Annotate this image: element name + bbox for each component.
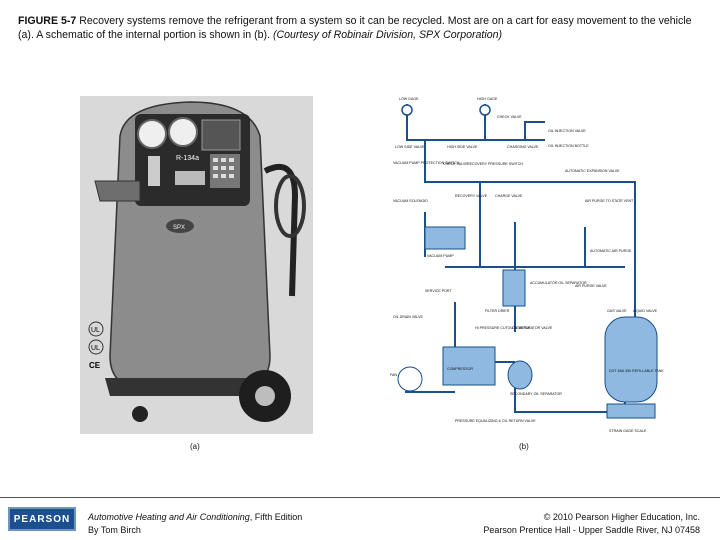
- svg-text:COMPRESSOR: COMPRESSOR: [447, 367, 473, 371]
- brand-label: SPX: [173, 225, 185, 231]
- svg-text:OIL DRAIN VALVE: OIL DRAIN VALVE: [393, 315, 423, 319]
- svg-text:SERVICE PORT: SERVICE PORT: [425, 289, 452, 293]
- caption-credit: (Courtesy of Robinair Division, SPX Corp…: [272, 29, 503, 41]
- svg-text:STRAIN GAGE SCALE: STRAIN GAGE SCALE: [609, 429, 647, 433]
- svg-text:RECOVERY PRESSURE SWITCH: RECOVERY PRESSURE SWITCH: [467, 162, 523, 166]
- oil-separator-icon: [507, 360, 533, 390]
- footer-divider: [0, 497, 720, 498]
- footer-book-info: Automotive Heating and Air Conditioning,…: [88, 511, 302, 537]
- photo-label: (a): [190, 442, 200, 451]
- svg-text:UL: UL: [91, 345, 100, 352]
- svg-text:FAN: FAN: [390, 373, 397, 377]
- svg-text:UL: UL: [91, 327, 100, 334]
- figure-caption: FIGURE 5-7 Recovery systems remove the r…: [18, 14, 708, 42]
- svg-text:HIGH GAGE: HIGH GAGE: [477, 97, 498, 101]
- svg-text:LIQUID VALVE: LIQUID VALVE: [633, 309, 658, 313]
- publisher: Pearson Prentice Hall - Upper Saddle Riv…: [483, 525, 700, 535]
- svg-text:OIL INJECTION VALVE: OIL INJECTION VALVE: [548, 129, 586, 133]
- vacuum-pump-icon: [424, 226, 466, 250]
- high-gauge-icon: [479, 104, 491, 116]
- footer-publisher-info: © 2010 Pearson Higher Education, Inc. Pe…: [483, 511, 700, 537]
- compressor-icon: [442, 346, 496, 386]
- low-gauge-icon: [401, 104, 413, 116]
- svg-text:LOW SIDE VALVE: LOW SIDE VALVE: [395, 145, 425, 149]
- recovery-machine-photo: R-134a SPX UL UL CE: [80, 96, 313, 434]
- svg-text:PRESSURE EQUALIZING & OIL RETU: PRESSURE EQUALIZING & OIL RETURN VALVE: [455, 419, 536, 423]
- book-title: Automotive Heating and Air Conditioning: [88, 512, 250, 522]
- svg-text:CHECK VALVE: CHECK VALVE: [443, 162, 468, 166]
- svg-text:VACUUM PUMP: VACUUM PUMP: [427, 254, 454, 258]
- svg-text:HI PRESSURE CUTOUT SWITCH: HI PRESSURE CUTOUT SWITCH: [475, 326, 531, 330]
- ce-mark: CE: [89, 361, 101, 370]
- svg-text:DOT 4BA 350 REFILLABLE TANK: DOT 4BA 350 REFILLABLE TANK: [609, 369, 664, 373]
- accumulator-icon: [502, 269, 526, 307]
- caption-text: Recovery systems remove the refrigerant …: [18, 15, 692, 41]
- svg-text:RECOVERY VALVE: RECOVERY VALVE: [455, 194, 488, 198]
- tank-icon: [604, 316, 658, 403]
- ul-mark-icon: [88, 339, 104, 355]
- recovery-system-schematic: LOW GAGE HIGH GAGE CHECK VALVE LOW SIDE …: [390, 97, 664, 433]
- svg-text:AUTOMATIC EXPANSION VALVE: AUTOMATIC EXPANSION VALVE: [565, 169, 620, 173]
- svg-text:GAS VALVE: GAS VALVE: [607, 309, 627, 313]
- svg-text:CHECK VALVE: CHECK VALVE: [497, 115, 522, 119]
- svg-text:LOW GAGE: LOW GAGE: [399, 97, 419, 101]
- schematic-label: (b): [519, 442, 529, 451]
- svg-text:VACUUM PUMP PROTECTION SWITCH: VACUUM PUMP PROTECTION SWITCH: [393, 161, 460, 165]
- ul-mark-icon: [88, 321, 104, 337]
- machine-label: R-134a: [176, 155, 199, 162]
- pearson-logo: PEARSON: [8, 507, 76, 531]
- book-edition: , Fifth Edition: [249, 512, 303, 522]
- copyright: © 2010 Pearson Higher Education, Inc.: [543, 512, 700, 522]
- svg-text:FILTER DRIER: FILTER DRIER: [485, 309, 510, 313]
- book-author: By Tom Birch: [88, 525, 141, 535]
- svg-text:VACUUM SOLENOID: VACUUM SOLENOID: [393, 199, 428, 203]
- svg-text:AIR PURGE VALVE: AIR PURGE VALVE: [575, 284, 607, 288]
- svg-text:OIL SEPARATOR VALVE: OIL SEPARATOR VALVE: [512, 326, 553, 330]
- scale-icon: [606, 403, 656, 419]
- svg-text:SECONDARY OIL SEPARATOR: SECONDARY OIL SEPARATOR: [510, 392, 562, 396]
- high-gauge-icon: [168, 117, 198, 147]
- svg-text:CHARGE VALVE: CHARGE VALVE: [495, 194, 523, 198]
- svg-text:AIR PURGE TO STATE VENT: AIR PURGE TO STATE VENT: [585, 199, 634, 203]
- caster-icon: [132, 406, 148, 422]
- svg-text:OIL INJECTION BOTTLE: OIL INJECTION BOTTLE: [548, 144, 589, 148]
- low-gauge-icon: [137, 119, 167, 149]
- svg-text:HIGH SIDE VALVE: HIGH SIDE VALVE: [447, 145, 478, 149]
- fan-icon: [397, 366, 423, 392]
- figure-label: FIGURE 5-7: [18, 15, 77, 27]
- svg-text:AUTOMATIC AIR PURGE: AUTOMATIC AIR PURGE: [590, 249, 632, 253]
- svg-text:CHARGING VALVE: CHARGING VALVE: [507, 145, 539, 149]
- svg-text:ACCUMULATOR OIL SEPARATOR: ACCUMULATOR OIL SEPARATOR: [530, 281, 587, 285]
